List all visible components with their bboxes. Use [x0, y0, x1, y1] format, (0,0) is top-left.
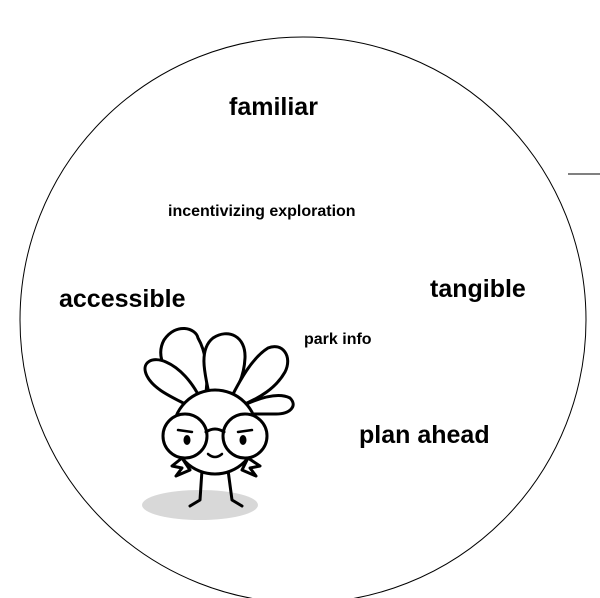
label-tangible: tangible — [430, 275, 526, 303]
label-familiar: familiar — [229, 93, 318, 121]
mascot-left-leg — [188, 468, 204, 508]
outer-circle — [19, 36, 587, 598]
mascot-petal-right — [228, 345, 290, 408]
label-plan-ahead: plan ahead — [359, 421, 490, 449]
label-incentivizing-exploration: incentivizing exploration — [168, 203, 356, 220]
mascot-glasses-bridge — [204, 427, 226, 434]
label-park-info: park info — [304, 331, 372, 348]
mascot-eye-right — [239, 435, 247, 445]
mascot-mouth — [206, 452, 224, 459]
mascot-petal-far-left — [143, 358, 202, 412]
mascot-illustration — [142, 327, 295, 520]
mascot-left-tuft — [170, 456, 192, 478]
mascot-eye-left — [183, 435, 191, 445]
mascot-right-tuft — [240, 456, 262, 478]
mascot-brow-left — [176, 428, 194, 434]
mascot-right-leg — [226, 468, 244, 508]
label-accessible: accessible — [59, 285, 186, 313]
mascot-brow-right — [236, 428, 254, 434]
mascot-shadow — [142, 490, 258, 520]
